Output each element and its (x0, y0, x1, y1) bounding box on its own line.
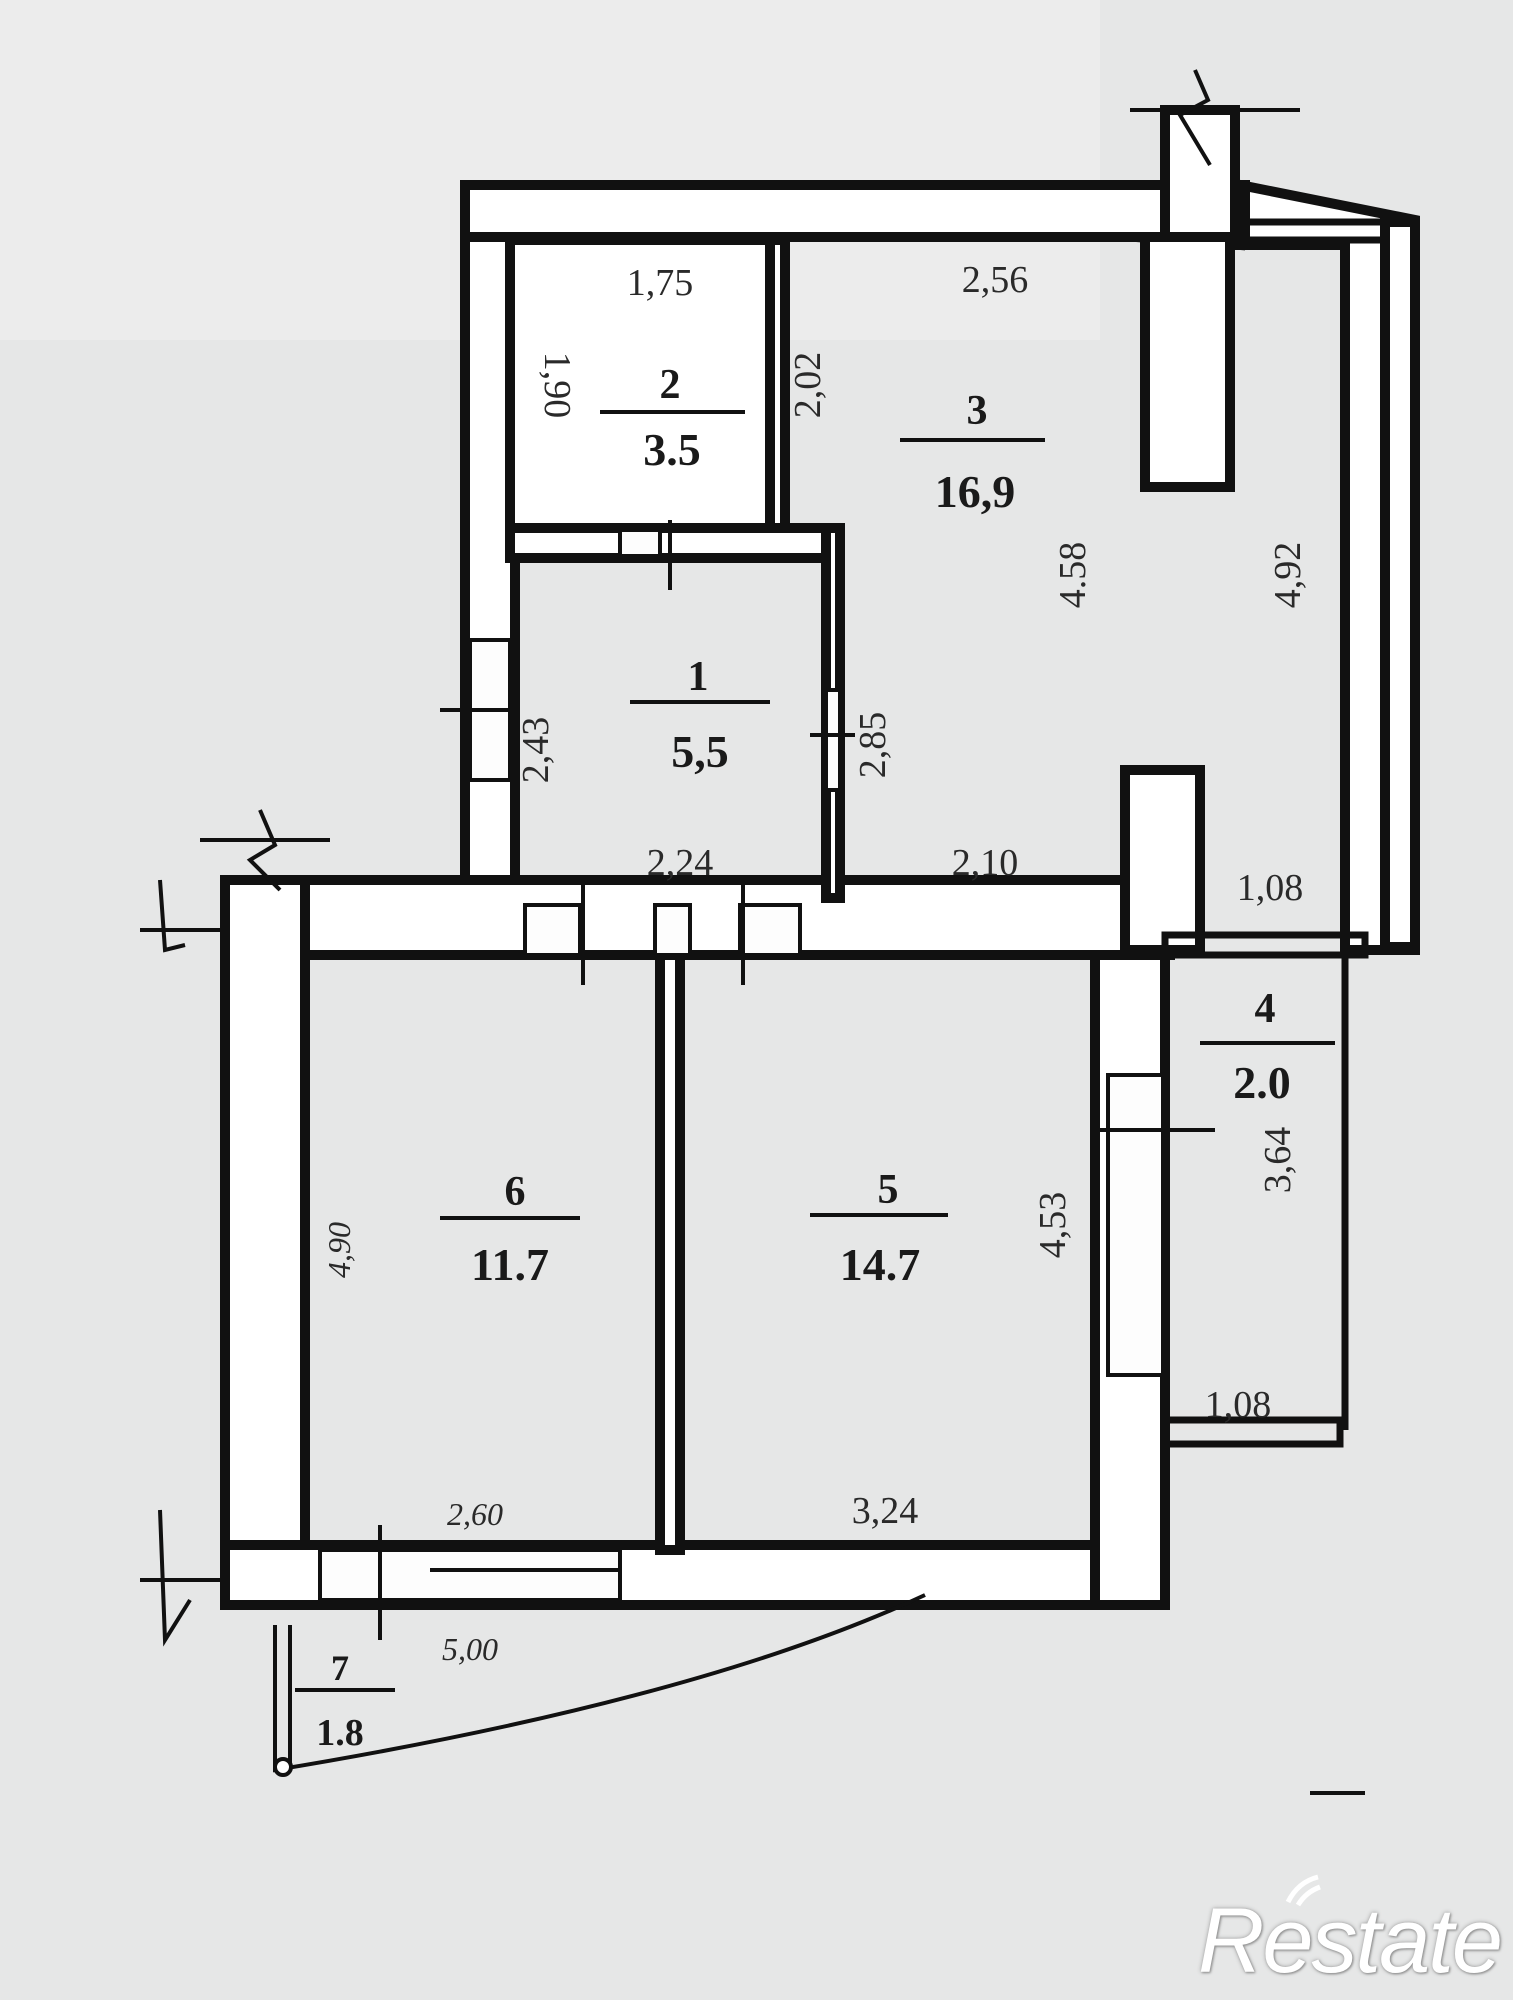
dim-r1-right: 2,85 (852, 712, 894, 779)
door-mid (653, 903, 692, 957)
dim-balcony: 5,00 (442, 1631, 498, 1667)
room-3-number: 3 (967, 388, 988, 434)
dim-r1-left: 2,43 (515, 717, 557, 784)
partition-2-1 (505, 523, 845, 563)
dim-r1-bottom: 2,24 (647, 842, 714, 884)
column-mid (1120, 765, 1205, 955)
dim-r2-top: 1,75 (627, 262, 694, 304)
dim-r5-side: 4,53 (1032, 1192, 1074, 1259)
watermark-logo: Restate (1197, 1890, 1503, 1992)
column-right (1140, 232, 1235, 492)
loggia4-top (1161, 931, 1369, 959)
room-7-number: 7 (331, 1648, 349, 1688)
room-3-area: 16,9 (935, 466, 1016, 517)
room-5-area: 14.7 (840, 1239, 921, 1290)
partitions (505, 235, 845, 1555)
window-5 (1106, 1073, 1165, 1377)
balcony-7 (273, 1593, 926, 1777)
room-1-area: 5,5 (671, 726, 729, 777)
dim-r6-side: 4,90 (321, 1222, 357, 1278)
door-1-right (824, 688, 842, 792)
balcony-door (318, 1548, 622, 1602)
dim-r3-top: 2,56 (962, 259, 1029, 301)
loggia-right-wall (1380, 217, 1420, 952)
dim-r3-inner: 4.58 (1052, 542, 1094, 609)
dim-r4-side: 3,64 (1257, 1127, 1299, 1194)
partition-2-3 (765, 235, 790, 535)
room-2-number: 2 (660, 362, 681, 408)
shaft-top (1160, 105, 1240, 245)
door-5 (738, 903, 802, 957)
top-wall (460, 180, 1250, 242)
mid-wall (220, 875, 1175, 960)
loggia4-bottom (1161, 1416, 1344, 1448)
dim-r6-bottom: 2,60 (447, 1496, 503, 1532)
door-6 (523, 903, 582, 957)
room-7-area: 1.8 (316, 1712, 364, 1754)
dim-r3-right: 4,92 (1267, 542, 1309, 609)
room-6-number: 6 (505, 1169, 526, 1215)
room-6-area: 11.7 (471, 1239, 549, 1290)
room-4-number: 4 (1255, 986, 1276, 1032)
room-1-number: 1 (688, 654, 709, 700)
dim-r4-bottom: 1,08 (1205, 1384, 1272, 1426)
doors (318, 520, 1215, 1640)
room-5-number: 5 (878, 1167, 899, 1213)
dim-r5-bottom: 3,24 (852, 1490, 919, 1532)
dimension-labels: 1,75 1,90 2,56 2,02 4.58 4,92 2,43 2,85 … (321, 259, 1309, 1667)
left-lower-wall (220, 875, 310, 1580)
door-1-top (618, 528, 662, 558)
dim-r4-top: 1,08 (1237, 867, 1304, 909)
dim-r2-side: 1,90 (536, 352, 578, 419)
logo-signal-icon (1278, 1867, 1338, 1912)
room2-box (505, 235, 780, 535)
dim-r3-left: 2,02 (787, 352, 829, 419)
room-2-area: 3.5 (643, 424, 701, 475)
room-labels: 2 3.5 3 16,9 1 5,5 4 2.0 5 14.7 6 11.7 7… (295, 362, 1335, 1754)
axis-marks (140, 69, 1365, 1795)
partition-6-5 (655, 950, 685, 1555)
dim-r3-bottom: 2,10 (952, 842, 1019, 884)
room-4-area: 2.0 (1233, 1057, 1291, 1108)
